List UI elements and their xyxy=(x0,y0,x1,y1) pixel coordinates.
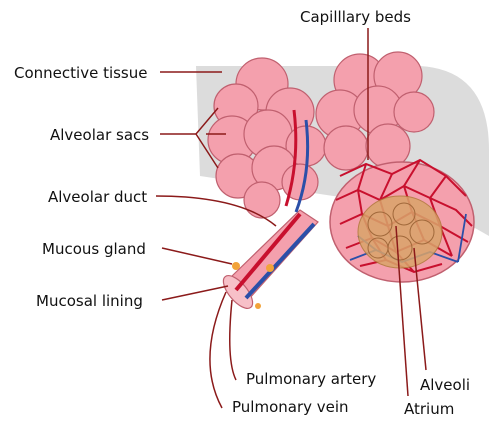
label-pulmonary-artery: Pulmonary artery xyxy=(246,370,376,388)
label-pulmonary-vein: Pulmonary vein xyxy=(232,398,349,416)
label-mucous-gland: Mucous gland xyxy=(42,240,146,258)
label-alveoli: Alveoli xyxy=(420,376,470,394)
label-atrium: Atrium xyxy=(404,400,454,418)
label-alveolar-duct: Alveolar duct xyxy=(48,188,147,206)
leader-mucosal-lining xyxy=(162,286,228,300)
label-mucosal-lining: Mucosal lining xyxy=(36,292,143,310)
leader-pulmonary-vein xyxy=(210,292,226,408)
label-connective-tissue: Connective tissue xyxy=(14,64,147,82)
leader-pulmonary-artery xyxy=(230,300,236,380)
label-capillary-beds: Capilllary beds xyxy=(300,8,411,26)
leader-mucous-gland xyxy=(162,248,232,264)
alveolus-cross-section xyxy=(330,160,474,282)
label-alveolar-sacs: Alveolar sacs xyxy=(50,126,149,144)
